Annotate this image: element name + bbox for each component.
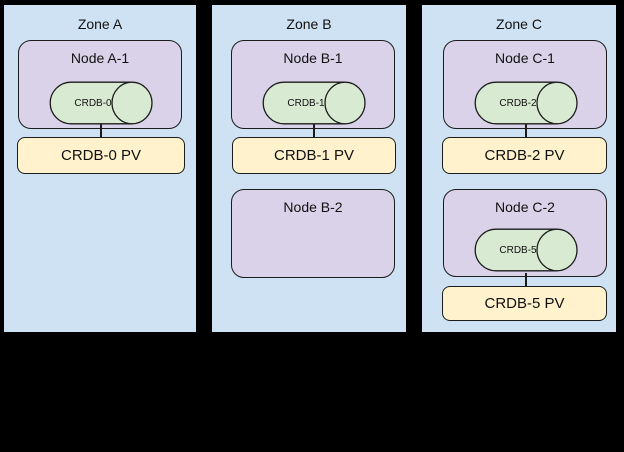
crdb-5-pv-label: CRDB-5 PV — [484, 295, 565, 312]
crdb-2-pv: CRDB-2 PV — [442, 137, 607, 174]
zone-b-title: Zone B — [286, 16, 332, 32]
cylinder-icon — [474, 228, 578, 272]
crdb-0-pod: CRDB-0 — [49, 81, 153, 125]
crdb-1-pod: CRDB-1 — [262, 81, 366, 125]
zone-c: Zone C Node C-1 CRDB-2 CRDB-2 PV Node C-… — [420, 3, 618, 334]
node-a-1-title: Node A-1 — [70, 50, 130, 66]
zone-b: Zone B Node B-1 CRDB-1 CRDB-1 PV Node B-… — [210, 3, 408, 334]
node-b-1: Node B-1 CRDB-1 — [231, 40, 395, 129]
crdb-2-pv-label: CRDB-2 PV — [484, 147, 565, 164]
zone-c-title: Zone C — [496, 16, 542, 32]
crdb-5-pod-label: CRDB-5 — [499, 244, 537, 256]
node-b-1-title: Node B-1 — [283, 50, 343, 66]
crdb-0-pv-label: CRDB-0 PV — [60, 147, 142, 164]
pv-connector — [100, 124, 102, 138]
crdb-2-pod-label: CRDB-2 — [499, 97, 537, 109]
crdb-5-pod: CRDB-5 — [474, 228, 578, 272]
cylinder-icon — [49, 81, 153, 125]
node-c-1-title: Node C-1 — [495, 50, 555, 66]
node-c-2-title: Node C-2 — [495, 199, 555, 215]
crdb-0-pod-label: CRDB-0 — [74, 97, 112, 109]
zone-a: Zone A Node A-1 CRDB-0 CRDB-0 PV — [2, 3, 198, 334]
pv-connector — [525, 273, 527, 286]
crdb-1-pv: CRDB-1 PV — [232, 137, 396, 174]
node-b-2: Node B-2 — [231, 189, 395, 278]
cylinder-icon — [474, 81, 578, 125]
node-c-2: Node C-2 CRDB-5 — [443, 189, 607, 277]
crdb-2-pod: CRDB-2 — [474, 81, 578, 125]
pv-connector — [525, 124, 527, 138]
crdb-0-pv: CRDB-0 PV — [17, 137, 185, 174]
crdb-1-pv-label: CRDB-1 PV — [273, 147, 355, 164]
cylinder-icon — [262, 81, 366, 125]
crdb-5-pv: CRDB-5 PV — [442, 286, 607, 321]
zone-a-title: Zone A — [77, 16, 123, 32]
node-c-1: Node C-1 CRDB-2 — [443, 40, 607, 129]
pv-connector — [313, 124, 315, 138]
node-a-1: Node A-1 CRDB-0 — [18, 40, 182, 129]
node-b-2-title: Node B-2 — [283, 199, 343, 215]
crdb-1-pod-label: CRDB-1 — [287, 97, 325, 109]
